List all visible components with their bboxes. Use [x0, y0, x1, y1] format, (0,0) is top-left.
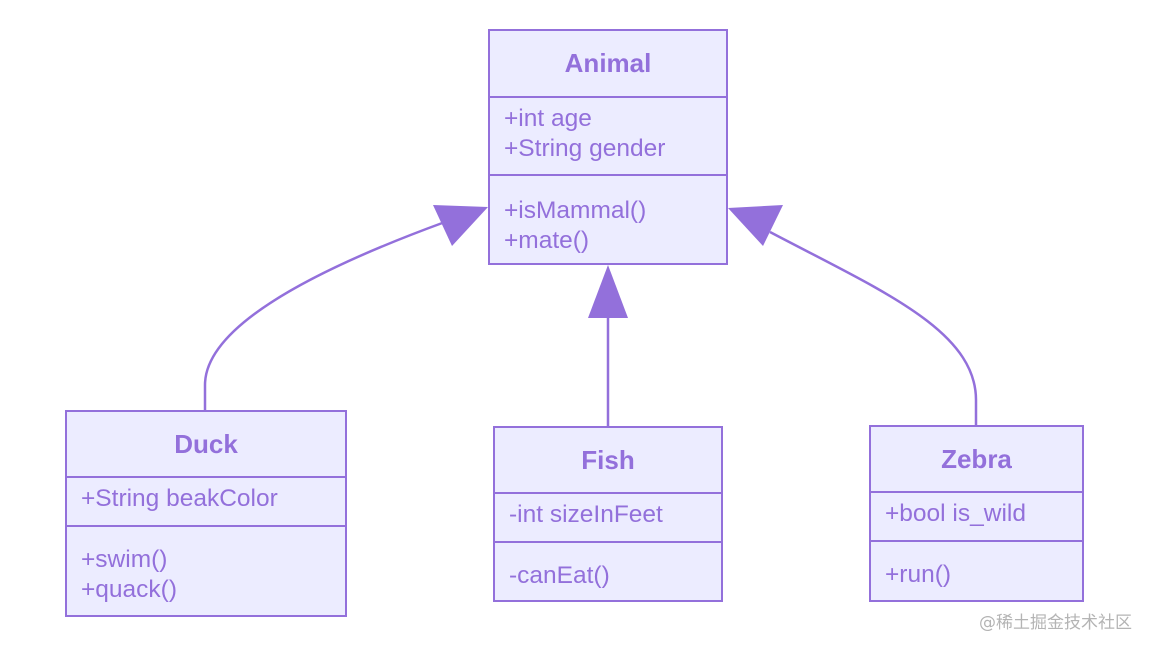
class-duck[interactable]: Duck +String beakColor +swim() +quack(): [65, 410, 347, 617]
attribute: +bool is_wild: [885, 500, 1026, 527]
class-zebra[interactable]: Zebra +bool is_wild +run(): [869, 425, 1084, 602]
attributes-section: +bool is_wild: [871, 491, 1082, 540]
duck-animal-edge: [203, 220, 446, 410]
attribute: +String gender: [504, 135, 666, 162]
attribute: -int sizeInFeet: [509, 501, 663, 528]
fish-inheritance-arrowhead: [588, 265, 628, 318]
class-animal[interactable]: Animal +int age +String gender +isMammal…: [488, 29, 728, 265]
attribute: +int age: [504, 105, 592, 132]
method: +mate(): [504, 227, 590, 254]
attributes-section: +String beakColor: [67, 476, 345, 525]
class-name: Fish: [581, 444, 635, 475]
watermark: @稀土掘金技术社区: [979, 613, 1132, 633]
class-fish[interactable]: Fish -int sizeInFeet -canEat(): [493, 426, 723, 602]
method: -canEat(): [509, 562, 610, 589]
zebra-inheritance-arrowhead: [728, 205, 783, 246]
attributes-section: +int age +String gender: [490, 96, 726, 174]
class-name: Animal: [564, 48, 652, 78]
attributes-section: -int sizeInFeet: [495, 492, 721, 541]
attribute: +String beakColor: [81, 485, 278, 512]
methods-section: +run(): [871, 540, 1082, 600]
duck-inheritance-arrowhead: [433, 205, 488, 246]
method: +isMammal(): [504, 197, 647, 224]
method: +run(): [885, 561, 952, 588]
methods-section: -canEat(): [495, 541, 721, 600]
method: +swim(): [81, 546, 168, 573]
zebra-animal-edge: [769, 230, 978, 425]
class-name: Duck: [174, 428, 238, 459]
methods-section: +isMammal() +mate(): [490, 174, 726, 263]
methods-section: +swim() +quack(): [67, 525, 345, 615]
method: +quack(): [81, 576, 178, 603]
class-name: Zebra: [941, 443, 1012, 474]
